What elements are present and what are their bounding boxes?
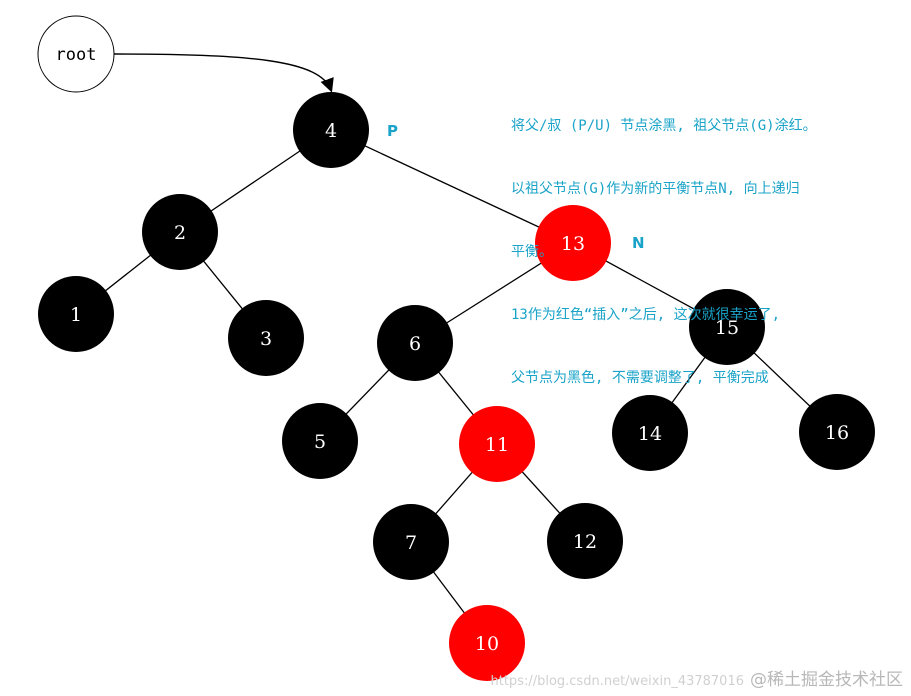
tree-node-13: 13 (535, 205, 611, 281)
tree-node-4: 4 (293, 92, 369, 168)
edge-n4-n13 (330, 129, 574, 244)
tag-p: P (387, 122, 398, 140)
node-label-10: 10 (475, 633, 499, 655)
node-circle-11 (459, 406, 535, 482)
note-line-1: 将父/叔 (P/U) 节点涂黑, 祖父节点(G)涂红。 (511, 118, 817, 134)
node-circle-3 (228, 300, 304, 376)
node-label-5: 5 (314, 431, 326, 453)
node-label-6: 6 (409, 333, 421, 355)
tree-node-12: 12 (547, 503, 623, 579)
watermark-url: https://blog.csdn.net/weixin_43787016 (490, 674, 744, 689)
tree-node-15: 15 (689, 289, 765, 365)
node-label-4: 4 (325, 120, 337, 142)
note-line-5: 父节点为黑色, 不需要调整了, 平衡完成 (511, 370, 769, 386)
node-circle-6 (377, 305, 453, 381)
node-label-13: 13 (561, 233, 585, 255)
node-label-2: 2 (174, 222, 186, 244)
node-circle-10 (449, 605, 525, 681)
node-circle-7 (373, 504, 449, 580)
node-label-14: 14 (638, 423, 662, 445)
tree-node-5: 5 (282, 403, 358, 479)
node-label-7: 7 (405, 532, 417, 554)
tree-node-1: 1 (38, 276, 114, 352)
root-pointer-arrow (113, 53, 334, 93)
node-circle-2 (142, 194, 218, 270)
node-label-12: 12 (573, 531, 597, 553)
watermark: https://blog.csdn.net/weixin_43787016 @稀土… (490, 665, 903, 690)
node-circle-5 (282, 403, 358, 479)
tree-node-6: 6 (377, 305, 453, 381)
node-circle-13 (535, 205, 611, 281)
root-label: root (56, 45, 97, 65)
tree-node-11: 11 (459, 406, 535, 482)
node-label-3: 3 (260, 328, 272, 350)
node-label-16: 16 (825, 422, 849, 444)
tree-node-16: 16 (799, 394, 875, 470)
tree-node-7: 7 (373, 504, 449, 580)
node-label-1: 1 (70, 304, 82, 326)
note-line-3: 平衡。 (511, 244, 553, 260)
tree-node-10: 10 (449, 605, 525, 681)
node-circle-1 (38, 276, 114, 352)
node-circle-16 (799, 394, 875, 470)
tree-node-3: 3 (228, 300, 304, 376)
node-circle-12 (547, 503, 623, 579)
explanation-note: 将父/叔 (P/U) 节点涂黑, 祖父节点(G)涂红。 以祖父节点(G)作为新的… (511, 74, 891, 410)
tree-node-2: 2 (142, 194, 218, 270)
node-circle-4 (293, 92, 369, 168)
node-label-15: 15 (715, 317, 739, 339)
note-line-4: 13作为红色“插入”之后, 这次就很幸运了, (511, 307, 781, 323)
node-circle-14 (612, 395, 688, 471)
watermark-brand: @稀土掘金技术社区 (750, 670, 903, 690)
node-label-11: 11 (485, 434, 509, 456)
node-circle-15 (689, 289, 765, 365)
note-line-2: 以祖父节点(G)作为新的平衡节点N, 向上递归 (511, 181, 800, 197)
tree-node-14: 14 (612, 395, 688, 471)
tag-n: N (632, 234, 645, 252)
